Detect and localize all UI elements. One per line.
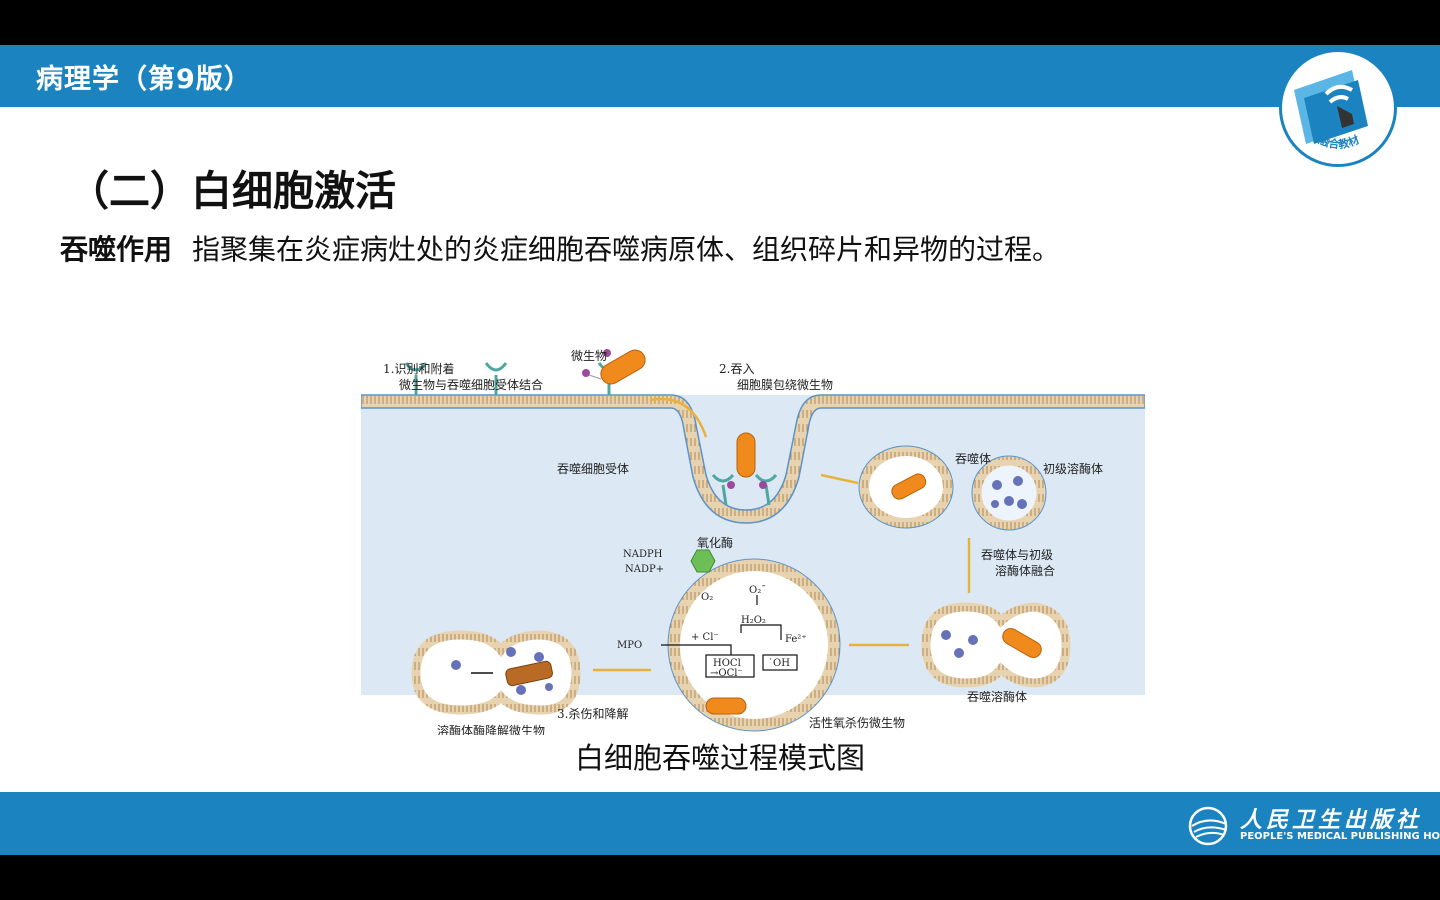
label-h2o2: H₂O₂: [741, 615, 766, 626]
fusion-textbook-badge[interactable]: 融合教材: [1279, 49, 1397, 167]
label-o2: O₂: [701, 592, 713, 603]
section-title: （二）白细胞激活: [68, 157, 396, 217]
primary-lysosome: [977, 461, 1041, 525]
phagolysosome: [926, 607, 1066, 683]
step1-desc: 微生物与吞噬细胞受体结合: [399, 377, 543, 392]
label-mpo: MPO: [617, 640, 642, 651]
definition-term: 吞噬作用: [60, 233, 172, 266]
definition-text: 指聚集在炎症病灶处的炎症细胞吞噬病原体、组织碎片和异物的过程。: [192, 233, 1060, 266]
label-nadph: NADPH: [623, 549, 663, 560]
label-oh: ˙OH: [768, 658, 790, 669]
label-o2-radical: O₂ˉ: [749, 585, 766, 596]
label-phagosome: 吞噬体: [955, 451, 991, 466]
label-fusion-1: 吞噬体与初级: [981, 547, 1053, 562]
label-oxidase: 氧化酶: [697, 535, 733, 550]
label-primary-lysosome: 初级溶酶体: [1043, 461, 1103, 476]
publisher-emblem-icon: [1186, 802, 1232, 846]
step3-title: 3.杀伤和降解: [557, 705, 628, 722]
label-ocl: →OCl⁻: [710, 668, 743, 679]
footer-bar: 人民卫生出版社 PEOPLE'S MEDICAL PUBLISHING HOUS…: [0, 792, 1440, 855]
publisher-name-en: PEOPLE'S MEDICAL PUBLISHING HOUSE: [1240, 831, 1440, 842]
publisher-logo: 人民卫生出版社 PEOPLE'S MEDICAL PUBLISHING HOUS…: [1186, 802, 1426, 846]
label-ros-kill: 活性氧杀伤微生物: [809, 715, 905, 730]
label-microbe: 微生物: [571, 349, 607, 363]
label-fusion-2: 溶酶体融合: [995, 563, 1055, 578]
label-phagolysosome: 吞噬溶酶体: [967, 689, 1027, 704]
step2-title: 2.吞入: [719, 362, 754, 376]
definition-line: 吞噬作用指聚集在炎症病灶处的炎症细胞吞噬病原体、组织碎片和异物的过程。: [60, 228, 1060, 268]
course-title: 病理学（第9版）: [36, 57, 252, 96]
label-cl: + Cl⁻: [691, 632, 719, 643]
label-receptor: 吞噬细胞受体: [557, 461, 629, 476]
figure-caption: 白细胞吞噬过程模式图: [0, 735, 1440, 777]
header-bar: 病理学（第9版）: [0, 45, 1440, 107]
step2-desc: 细胞膜包绕微生物: [737, 378, 833, 392]
slide: 病理学（第9版） 融合教材 （二）白细胞激活 吞噬作用指聚集在炎症病灶处的炎症细…: [0, 45, 1440, 855]
label-fe: Fe²⁺: [785, 634, 807, 645]
label-enzyme-degrade: 溶酶体酶降解微生物: [437, 723, 545, 735]
label-nadp: NADP+: [625, 564, 664, 575]
phagocytosis-diagram: 1.识别和附着 微生物与吞噬细胞受体结合 微生物 2.吞入 细胞膜包绕微生物 吞…: [361, 295, 1145, 735]
publisher-name-cn: 人民卫生出版社: [1240, 802, 1422, 834]
touch-screen-icon: 融合教材: [1282, 52, 1394, 164]
engulfed-microbe: [737, 433, 755, 477]
step1-title: 1.识别和附着: [383, 361, 454, 376]
